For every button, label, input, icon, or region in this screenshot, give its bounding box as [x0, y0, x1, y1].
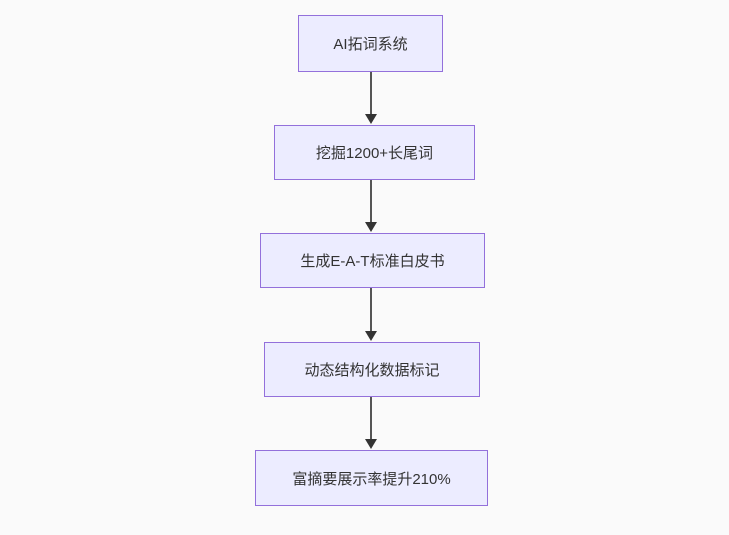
flow-node-structured-data-markup: 动态结构化数据标记: [264, 342, 480, 397]
arrowhead-down-icon: [365, 222, 377, 232]
edge-line: [370, 397, 372, 439]
edge-line: [370, 288, 372, 331]
flow-edge-c-d: [364, 288, 378, 341]
arrowhead-down-icon: [365, 331, 377, 341]
arrowhead-down-icon: [365, 114, 377, 124]
flow-node-label: 挖掘1200+长尾词: [315, 145, 434, 162]
flow-node-label: 生成E-A-T标准白皮书: [300, 253, 445, 270]
edge-line: [370, 72, 372, 114]
flow-node-rich-snippet-result: 富摘要展示率提升210%: [255, 450, 488, 506]
flow-edge-b-c: [364, 180, 378, 232]
flow-node-eat-whitepaper: 生成E-A-T标准白皮书: [260, 233, 485, 288]
flow-node-longtail-mining: 挖掘1200+长尾词: [274, 125, 475, 180]
flow-node-label: AI拓词系统: [333, 36, 408, 53]
flow-node-label: 富摘要展示率提升210%: [292, 470, 451, 488]
flow-edge-d-e: [364, 397, 378, 449]
arrowhead-down-icon: [365, 439, 377, 449]
flow-node-label: 动态结构化数据标记: [304, 362, 440, 379]
flow-edge-a-b: [364, 72, 378, 124]
edge-line: [370, 180, 372, 222]
flow-node-ai-keyword-system: AI拓词系统: [298, 15, 443, 72]
